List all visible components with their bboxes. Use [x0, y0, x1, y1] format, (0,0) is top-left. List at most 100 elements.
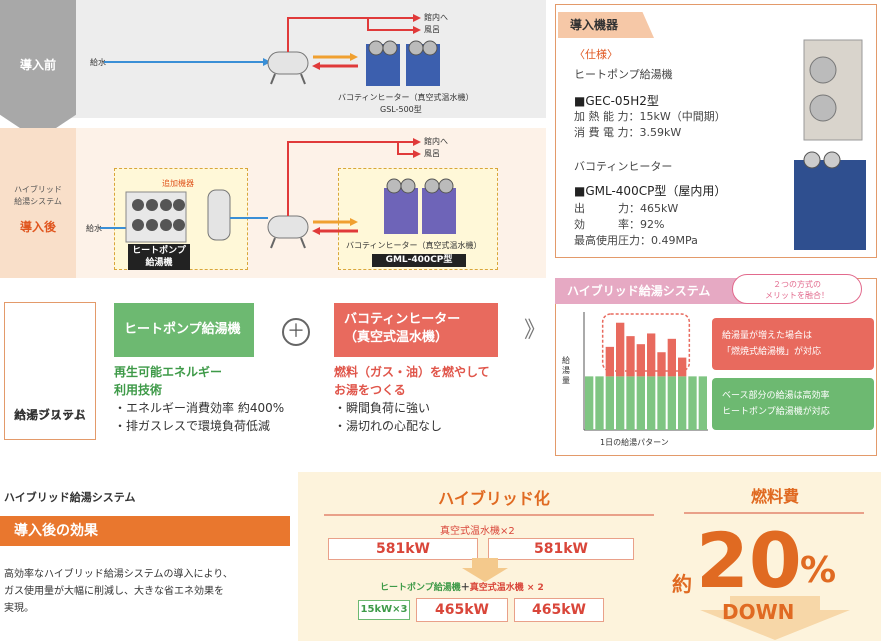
equipment-photos	[794, 39, 866, 250]
vacuum-header-line2: （真空式温水機）	[344, 330, 449, 345]
chart-bar-peak	[657, 352, 666, 377]
heat-pump-label-line2: 給湯機	[145, 258, 173, 268]
hybrid-title: ハイブリッド化	[438, 489, 550, 508]
heat-pump-b1: ・エネルギー消費効率 約400%	[114, 401, 285, 415]
fuel-prefix: 約	[672, 572, 692, 596]
after-to-building: 館内へ	[424, 137, 448, 146]
chart-bar-base	[647, 376, 656, 430]
heat-pump-b2: ・排ガスレスで環境負荷低減	[114, 419, 271, 433]
before-tab-label: 導入前	[19, 58, 56, 72]
desc-line1: 高効率なハイブリッド給湯システムの導入により、	[4, 569, 233, 580]
down-arrow	[700, 596, 850, 640]
bottom-desc: 高効率なハイブリッド給湯システムの導入により、 ガス使用量が大幅に削減し、大きな…	[4, 566, 233, 617]
heat-pump-t2: 利用技術	[114, 383, 163, 397]
chart-header: ハイブリッド給湯システム	[555, 278, 765, 304]
bottom-left-panel	[0, 472, 298, 641]
storage-tank-icon	[267, 51, 309, 85]
vacuum-header-line1: バコティンヒーター	[344, 312, 461, 327]
note-red: 給湯量が増えた場合は「燃焼式給湯機」が対応	[712, 318, 874, 370]
bottom-small-title: ハイブリッド給湯システム	[4, 491, 136, 504]
kw-box-bottom: 465kW	[416, 598, 508, 622]
plus-icon: ＋	[282, 318, 310, 346]
after-model: GML-400CP型	[372, 254, 466, 267]
spec-vac-model: ■GML-400CP型（屋内用）	[574, 184, 727, 198]
chart-bar-peak	[626, 336, 635, 377]
before-model: GSL-500型	[380, 105, 422, 114]
chart-bar-base	[585, 376, 594, 430]
after-bath: 風呂	[424, 149, 440, 158]
hybrid-divider	[324, 514, 654, 516]
chart-bar-peak	[647, 333, 656, 377]
chart-bar-base	[636, 376, 645, 430]
hot-water-tank-icon	[207, 189, 231, 241]
fuel-divider	[684, 512, 864, 514]
after-tab: ハイブリッド給湯システム 導入後	[0, 128, 76, 278]
chart-bar-peak	[605, 346, 614, 377]
hybrid-system-box: ハイブリッド給湯システム	[4, 302, 96, 440]
bubble-line2: メリットを融合！	[765, 291, 829, 300]
after-tab-sub2: 給湯システム	[14, 197, 62, 206]
chart-bar-peak	[667, 338, 676, 377]
chart-ylabel: 給湯量	[562, 356, 570, 385]
note-red-line2: 「燃焼式給湯機」が対応	[722, 347, 822, 357]
kw-box-top: 581kW	[488, 538, 634, 560]
hot-water-chart	[583, 312, 708, 431]
vacuum-heater-header: バコティンヒーター （真空式温水機）	[334, 303, 498, 357]
vacuum-heater-icon	[366, 40, 440, 86]
after-water-label: 給水	[86, 224, 102, 233]
note-red-line1: 給湯量が増えた場合は	[722, 331, 813, 341]
heat-pump-header: ヒートポンプ給湯機	[114, 303, 254, 357]
fuel-title: 燃料費	[750, 487, 799, 506]
chart-bar-base	[698, 376, 707, 430]
bottom-note-plus: ＋	[460, 583, 470, 593]
vacuum-t1: 燃料（ガス・油）を燃やして	[334, 365, 490, 379]
chart-bar-base	[678, 376, 687, 430]
note-green: ベース部分の給湯は高効率ヒートポンプ給湯機が対応	[712, 378, 874, 430]
kw-box-bottom: 465kW	[514, 598, 604, 622]
vacuum-heater-body: 燃料（ガス・油）を燃やして お湯をつくる ・瞬間負荷に強い ・湯切れの心配なし	[334, 363, 524, 435]
before-unit-label: バコティンヒーター（真空式温水機）	[338, 93, 474, 102]
heat-pump-label-line1: ヒートポンプ	[132, 246, 186, 256]
note-green-line2: ヒートポンプ給湯機が対応	[722, 407, 830, 417]
chart-bar-base	[626, 376, 635, 430]
kw-small-box: 15kW×3	[358, 600, 410, 620]
before-bath: 風呂	[424, 25, 440, 34]
chart-bar-peak	[678, 357, 687, 377]
heat-pump-label: ヒートポンプ給湯機	[128, 244, 190, 270]
kw-box-top: 581kW	[328, 538, 478, 560]
before-to-building: 館内へ	[424, 13, 448, 22]
bottom-note-hp: ヒートポンプ給湯機	[380, 583, 461, 593]
arrows-icon: 》	[524, 318, 547, 343]
chart-bar-base	[667, 376, 676, 430]
heat-pump-icon	[125, 191, 187, 243]
chart-bar-base	[657, 376, 666, 430]
before-diagram	[104, 14, 440, 86]
vacuum-t2: お湯をつくる	[334, 383, 406, 397]
added-equipment-label: 追加機器	[162, 179, 194, 188]
fuel-down: DOWN	[722, 600, 795, 624]
reduction-arrow	[462, 558, 508, 582]
spec-vac-line: 最高使用圧力：0.49MPa	[574, 234, 698, 247]
hybrid-box-line1: ハイブリッド	[14, 408, 86, 422]
before-tab: 導入前	[0, 0, 76, 140]
top-note: 真空式温水機×2	[440, 526, 515, 537]
vacuum-heater-unit-icon	[794, 151, 866, 250]
desc-line2: ガス使用量が大幅に削減し、大きな省エネ効果を	[4, 586, 224, 597]
chart-bar-peak	[636, 344, 645, 377]
merit-bubble: ２つの方式のメリットを融合！	[732, 274, 862, 304]
effect-title: 導入後の効果	[0, 516, 290, 546]
spec-hp-model: ■GEC-05H2型	[574, 94, 659, 108]
bubble-line1: ２つの方式の	[773, 280, 821, 289]
before-water-label: 給水	[90, 58, 106, 67]
after-tab-sub1: ハイブリッド	[14, 185, 62, 194]
spec-hp-title: ヒートポンプ給湯機	[574, 68, 673, 81]
bottom-note: ヒートポンプ給湯機＋真空式温水機 × 2	[380, 580, 544, 593]
note-green-line1: ベース部分の給湯は高効率	[722, 391, 830, 401]
chart-xlabel: 1日の給湯パターン	[600, 438, 669, 447]
spec-vac-title: バコティンヒーター	[574, 160, 673, 173]
spec-section: 〈仕様〉	[574, 48, 618, 61]
heat-pump-t1: 再生可能エネルギー	[114, 365, 223, 379]
fuel-percent: %	[800, 550, 837, 591]
storage-tank-icon	[267, 215, 309, 249]
bottom-note-vac: 真空式温水機 × 2	[469, 583, 544, 593]
